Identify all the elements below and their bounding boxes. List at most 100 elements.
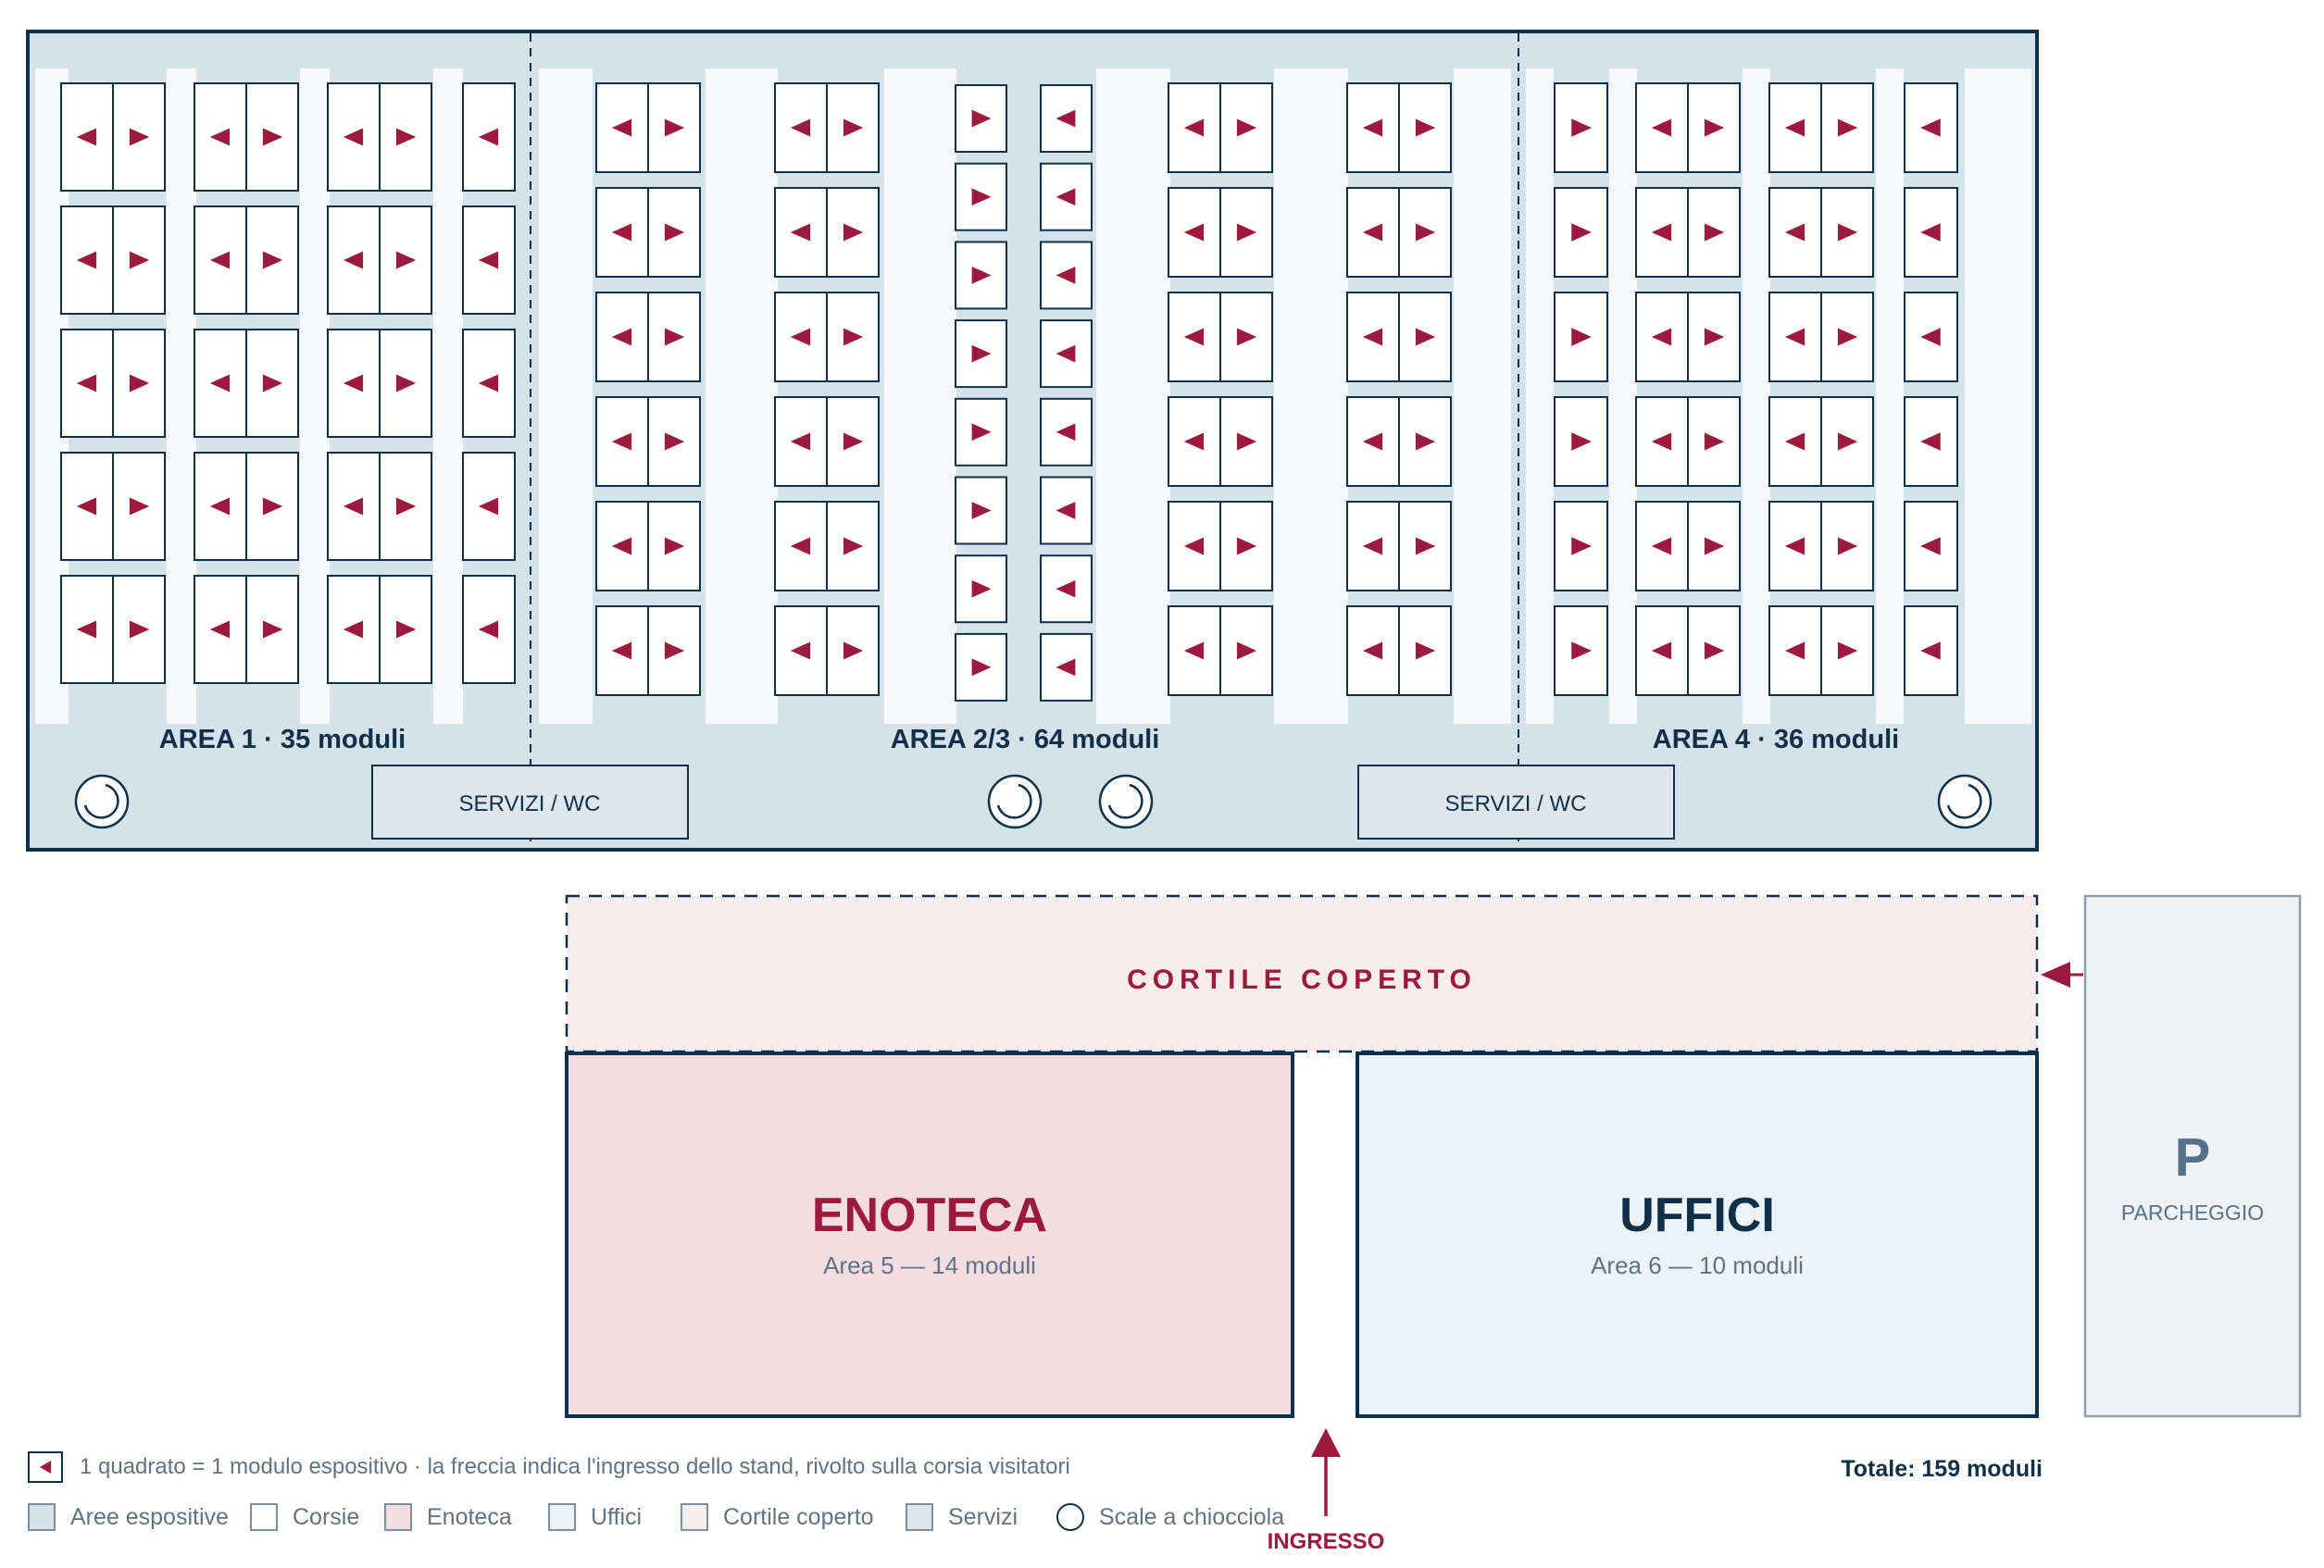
entrance-arrow-icon — [971, 658, 992, 677]
module-29 — [60, 575, 114, 684]
entrance-arrow-icon — [1183, 537, 1205, 555]
entrance-arrow-icon — [209, 251, 231, 269]
aisle-8 — [1096, 68, 1170, 724]
entrance-arrow-icon — [664, 537, 685, 555]
entrance-arrow-icon — [129, 128, 150, 146]
enoteca-block — [565, 1052, 1294, 1418]
entrance-arrow-icon — [1784, 118, 1805, 137]
entrance-arrow-icon — [1784, 537, 1805, 555]
servizi-box-1 — [371, 765, 689, 840]
entrance-arrow-icon — [1651, 328, 1672, 346]
entrance-arrow-icon — [343, 497, 364, 516]
entrance-arrow-icon — [1362, 223, 1383, 242]
entrance-arrow-icon — [1236, 432, 1257, 451]
entrance-arrow-icon — [395, 128, 417, 146]
servizi-box-2 — [1357, 765, 1675, 840]
module-91 — [1040, 319, 1093, 389]
entrance-arrow-icon — [1837, 641, 1858, 660]
module-115 — [1768, 292, 1822, 382]
aisle-10 — [1454, 68, 1511, 724]
entrance-arrow-icon — [1056, 188, 1076, 206]
entrance-arrow-icon — [1415, 118, 1436, 137]
entrance-arrow-icon — [209, 620, 231, 639]
entrance-arrow-icon — [790, 118, 811, 137]
entrance-arrow-icon — [262, 620, 283, 639]
entrance-arrow-icon — [1704, 328, 1725, 346]
entrance-arrow-icon — [1837, 328, 1858, 346]
entrance-arrow-icon — [76, 251, 97, 269]
entrance-arrow-icon — [1651, 641, 1672, 660]
entrance-arrow-icon — [1571, 118, 1592, 137]
entrance-arrow-icon — [611, 641, 632, 660]
entrance-arrow-icon — [843, 641, 864, 660]
aisle-4 — [433, 68, 463, 724]
parking-symbol: P — [2175, 1127, 2211, 1188]
entrance-arrow-icon — [262, 251, 283, 269]
entrance-arrow-icon — [1362, 328, 1383, 346]
entrance-arrow-icon — [1056, 109, 1076, 128]
entrance-arrow-icon — [262, 374, 283, 392]
entrance-arrow-icon — [478, 620, 499, 639]
entrance-arrow-icon — [262, 497, 283, 516]
module-108 — [1687, 187, 1741, 278]
area-label-1: AREA 1 · 35 moduli — [159, 725, 406, 754]
module-65 — [1219, 396, 1273, 487]
parking-access-arrow — [2041, 962, 2070, 988]
aisle-14 — [1876, 68, 1904, 724]
entrance-arrow-icon — [1183, 432, 1205, 451]
entrance-arrow-icon — [971, 423, 992, 442]
entrance-arrow-icon — [1704, 223, 1725, 242]
entrance-arrow-icon — [1415, 432, 1436, 451]
entrance-arrow-icon — [1236, 118, 1257, 137]
entrance-arrow-icon — [1056, 658, 1076, 677]
entrance-arrow-icon — [790, 432, 811, 451]
module-87 — [1040, 162, 1093, 231]
entrance-arrow-icon — [1651, 537, 1672, 555]
entrance-arrow-icon — [1920, 432, 1941, 451]
entrance-arrow-icon — [1920, 641, 1941, 660]
spiral-stair-icon — [987, 774, 1043, 829]
entrance-arrow-icon — [611, 118, 632, 137]
entrance-arrow-icon — [1056, 267, 1076, 284]
entrance-arrow-icon — [971, 109, 992, 128]
entrance-arrow-icon — [395, 251, 417, 269]
entrance-arrow-icon — [209, 374, 231, 392]
entrance-arrow-icon — [971, 188, 992, 206]
entrance-arrow-icon — [478, 251, 499, 269]
entrance-arrow-icon — [76, 374, 97, 392]
entrance-arrow-icon — [129, 251, 150, 269]
aisle-13 — [1743, 68, 1770, 724]
entrance-arrow-icon — [843, 223, 864, 242]
aisle-6 — [706, 68, 778, 724]
entrance-arrow-icon — [1784, 641, 1805, 660]
entrance-arrow-icon — [971, 267, 992, 284]
entrance-arrow-icon — [1571, 537, 1592, 555]
entrance-arrow-icon — [478, 497, 499, 516]
entrance-arrow-icon — [1236, 223, 1257, 242]
entrance-arrow-icon — [478, 128, 499, 146]
entrance-arrow-icon — [1183, 223, 1205, 242]
entrance-arrow-icon — [1837, 118, 1858, 137]
entrance-arrow-icon — [664, 641, 685, 660]
entrance-arrow-icon — [1704, 641, 1725, 660]
uffici-title: UFFICI — [1619, 1188, 1775, 1242]
entrance-arrow-icon — [971, 344, 992, 363]
entrance-arrow-icon — [343, 128, 364, 146]
entrance-arrow-icon — [478, 374, 499, 392]
entrance-arrow-icon — [664, 328, 685, 346]
entrance-arrow-icon — [343, 374, 364, 392]
spiral-stair-icon — [74, 774, 130, 829]
entrance-arrow-icon — [1704, 537, 1725, 555]
entrance-arrow-icon — [664, 118, 685, 137]
entrance-arrow-icon — [1651, 432, 1672, 451]
module-59 — [1398, 292, 1452, 382]
entrance-arrow-icon — [129, 374, 150, 392]
parking-label: PARCHEGGIO — [2121, 1201, 2264, 1225]
entrance-arrow-icon — [1571, 223, 1592, 242]
entrance-arrow-icon — [790, 223, 811, 242]
entrance-arrow-icon — [1415, 223, 1436, 242]
entrance-arrow-icon — [1362, 537, 1383, 555]
entrance-arrow-icon — [1784, 432, 1805, 451]
entrance-arrow-icon — [1236, 537, 1257, 555]
